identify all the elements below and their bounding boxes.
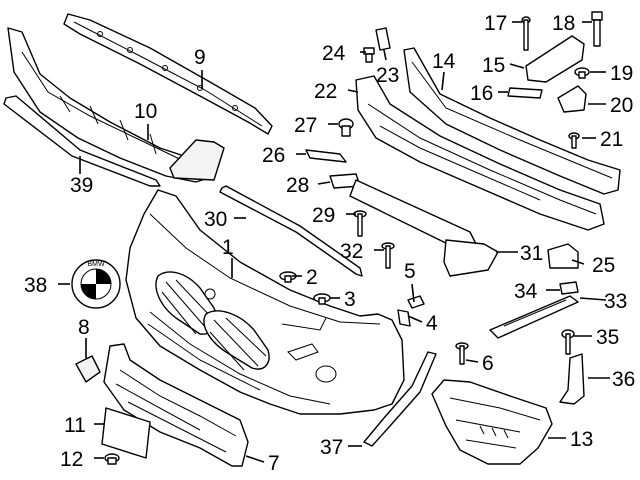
callout-24: 24 — [322, 42, 346, 65]
part-19-nut — [574, 67, 590, 79]
callout-23: 23 — [376, 64, 399, 87]
callout-31: 31 — [520, 242, 543, 265]
callout-20: 20 — [610, 94, 633, 117]
part-38-emblem: BMW — [71, 259, 121, 309]
callout-6: 6 — [482, 352, 494, 375]
callout-37: 37 — [320, 436, 343, 459]
callout-39: 39 — [70, 174, 93, 197]
part-26-bracket — [305, 149, 347, 163]
part-30-strip — [219, 185, 363, 277]
part-35-bolt — [561, 329, 575, 355]
part-13-side-bracket — [431, 379, 553, 465]
callout-25: 25 — [592, 254, 615, 277]
part-7-lower-panel — [103, 343, 249, 467]
part-14-beam — [403, 47, 621, 195]
part-22-absorber — [355, 75, 605, 231]
part-24-bolt — [363, 47, 375, 63]
callout-36: 36 — [612, 368, 635, 391]
callout-22: 22 — [314, 80, 337, 103]
callout-32: 32 — [340, 240, 363, 263]
callout-10: 10 — [134, 100, 157, 123]
callout-26: 26 — [262, 144, 285, 167]
part-17-stud — [521, 16, 531, 51]
callout-8: 8 — [78, 316, 90, 339]
part-5-clip — [407, 295, 425, 309]
callout-15: 15 — [482, 54, 505, 77]
callout-28: 28 — [286, 174, 309, 197]
part-21-screw — [568, 132, 580, 149]
callout-38: 38 — [24, 274, 47, 297]
part-20-bracket — [557, 85, 587, 113]
callout-3: 3 — [344, 288, 356, 311]
part-27-screw — [338, 118, 354, 137]
callout-35: 35 — [596, 326, 619, 349]
callout-5: 5 — [404, 260, 416, 283]
callout-12: 12 — [60, 448, 83, 471]
callout-21: 21 — [600, 128, 623, 151]
leader-lines — [58, 21, 610, 463]
emblem-lettering: BMW — [87, 261, 105, 268]
callout-27: 27 — [294, 114, 317, 137]
part-9-upper-trim — [63, 13, 273, 135]
callout-14: 14 — [432, 50, 456, 73]
callout-1: 1 — [222, 236, 234, 259]
part-12-fastener — [104, 453, 120, 465]
callout-18: 18 — [552, 12, 575, 35]
part-6-bolt — [455, 342, 469, 365]
callout-9: 9 — [194, 46, 206, 69]
part-28-sensor-bracket — [329, 173, 499, 277]
part-25-bracket — [547, 243, 579, 269]
callout-19: 19 — [610, 62, 633, 85]
part-32-bolt — [381, 242, 395, 269]
callout-33: 33 — [604, 290, 627, 313]
callout-29: 29 — [312, 204, 335, 227]
part-16-pad — [507, 87, 543, 99]
callout-11: 11 — [64, 414, 86, 437]
callout-labels: 1 2 3 4 5 6 7 8 9 10 11 12 13 14 15 16 1… — [24, 12, 635, 475]
part-10-lower-deflector — [7, 27, 225, 183]
part-36-bracket — [559, 353, 585, 405]
part-33-rail — [489, 295, 579, 339]
part-8-bracket — [75, 355, 101, 383]
callout-34: 34 — [514, 280, 538, 303]
callout-30: 30 — [204, 208, 227, 231]
part-34-clip — [559, 281, 579, 295]
callout-16: 16 — [470, 82, 493, 105]
part-18-bolt — [591, 11, 603, 47]
part-2-push-pin — [279, 271, 297, 283]
part-23-clip — [375, 27, 391, 51]
part-11-plate-bracket — [101, 407, 151, 459]
callout-4: 4 — [426, 312, 438, 335]
callout-13: 13 — [570, 428, 593, 451]
part-4-clip — [397, 309, 411, 327]
callout-17: 17 — [484, 12, 507, 35]
part-37-trim — [363, 351, 437, 447]
part-39-strip — [3, 95, 161, 187]
callout-2: 2 — [306, 266, 318, 289]
callout-7: 7 — [268, 452, 280, 475]
part-1-bumper-cover — [125, 189, 405, 415]
part-15-bracket — [525, 35, 585, 83]
